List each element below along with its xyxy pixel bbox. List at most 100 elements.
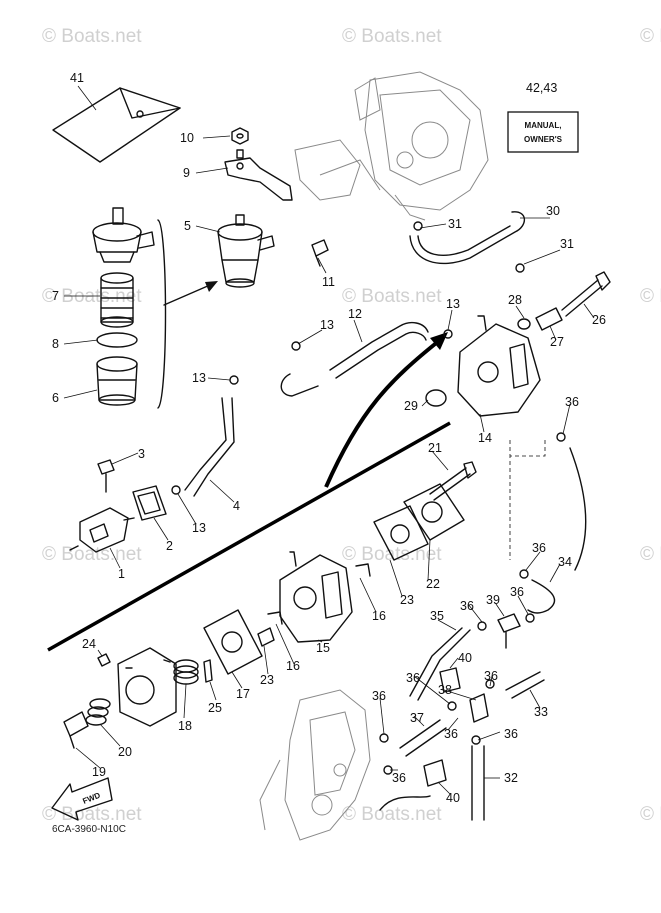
part-19-plunger (63, 711, 89, 749)
filter-to-assembly-arrow (163, 284, 211, 306)
part-25-pin (203, 659, 213, 683)
part-36-clip-h (471, 735, 481, 745)
callout-11: 11 (322, 275, 335, 289)
part-28-washer (517, 318, 531, 330)
part-40-clamp-upper (439, 667, 461, 693)
callout-15: 15 (316, 641, 330, 655)
callout-16-a: 16 (372, 609, 386, 623)
part-14-fuel-pump (457, 315, 541, 417)
part-filter-housing (92, 207, 155, 263)
part-36-clip-c (477, 621, 487, 631)
callout-36-i: 36 (504, 727, 518, 741)
watermark-3: © Boats.net (640, 26, 661, 47)
callout-13-d: 13 (192, 521, 206, 535)
callout-40-upper: 40 (458, 651, 472, 665)
part-38-connector (469, 693, 489, 723)
part-20-spring (85, 698, 111, 726)
part-23-gasket-upper (373, 505, 429, 561)
callout-36-b: 36 (532, 541, 546, 555)
filter-exploded-bracket (157, 219, 167, 409)
part-17-plate (203, 609, 263, 675)
callouts: 41 42,43 10 9 5 7 8 6 11 31 30 31 13 12 … (52, 71, 606, 805)
part-23-screw-lower (257, 627, 275, 647)
watermark-7: © Boats.net (42, 544, 142, 565)
part-39-joint (497, 613, 521, 649)
part-36-clip-d (525, 613, 535, 623)
manual-label-line1: MANUAL, (525, 121, 562, 130)
part-3-bolt (97, 459, 115, 493)
part-21-bolt (429, 461, 477, 501)
part-37-hose (399, 719, 447, 757)
flow-arrow-head (430, 332, 448, 350)
callout-22: 22 (426, 577, 440, 591)
part-18-spring (173, 659, 199, 685)
part-33-hose (505, 671, 545, 699)
part-8-o-ring (96, 332, 138, 348)
watermark-8: © Boats.net (342, 544, 442, 565)
part-11-bolt (311, 239, 329, 267)
watermark-1: © Boats.net (42, 26, 142, 47)
callout-36-c: 36 (460, 599, 474, 613)
part-26-bolt (561, 271, 611, 317)
callout-20: 20 (118, 745, 132, 759)
part-4-hose (184, 397, 235, 497)
callout-16-b: 16 (286, 659, 300, 673)
leader-lines (63, 85, 595, 795)
callout-1: 1 (118, 567, 125, 581)
callout-2: 2 (166, 539, 173, 553)
part-13-clip-d (171, 485, 181, 495)
part-10-nut (231, 127, 249, 159)
watermark-5: © Boats.net (342, 286, 442, 307)
callout-38: 38 (438, 683, 452, 697)
part-40-clamp-lower (423, 759, 447, 787)
callout-7: 7 (52, 289, 59, 303)
watermark-12: © Boats.net (640, 804, 661, 825)
lower-engine-outline (259, 689, 371, 841)
callout-40-lower: 40 (446, 791, 460, 805)
callout-36-h: 36 (444, 727, 458, 741)
callout-19: 19 (92, 765, 106, 779)
part-13-clip-c (229, 375, 239, 385)
callout-25: 25 (208, 701, 222, 715)
callout-30: 30 (546, 204, 560, 218)
part-12-hose (280, 321, 429, 397)
part-36-clip-b (519, 569, 529, 579)
watermark-10: © Boats.net (42, 804, 142, 825)
callout-3: 3 (138, 447, 145, 461)
part-1-connector (69, 507, 135, 553)
part-24-screw (97, 653, 111, 667)
right-fuel-hose (569, 447, 587, 571)
part-16-clip-lower (267, 611, 283, 625)
callout-36-d: 36 (510, 585, 524, 599)
part-42-43-manual: MANUAL, OWNER'S (507, 111, 579, 153)
callout-37: 37 (410, 711, 424, 725)
callout-13-a: 13 (446, 297, 460, 311)
part-30-hose (409, 211, 526, 265)
callout-29: 29 (404, 399, 418, 413)
manual-label-line2: OWNER'S (524, 135, 563, 144)
part-31-clip-upper (413, 221, 423, 231)
part-27-sleeve (535, 307, 563, 331)
callout-6: 6 (52, 391, 59, 405)
callout-10: 10 (180, 131, 194, 145)
part-36-clip-g (379, 733, 389, 743)
callout-13-b: 13 (320, 318, 334, 332)
callout-31-right: 31 (560, 237, 574, 251)
filter-arrow-head (205, 281, 218, 292)
callout-39: 39 (486, 593, 500, 607)
callout-42-43: 42,43 (526, 81, 557, 95)
callout-8: 8 (52, 337, 59, 351)
callout-5: 5 (184, 219, 191, 233)
callout-31-upper: 31 (448, 217, 462, 231)
callout-36-f: 36 (484, 669, 498, 683)
callout-4: 4 (233, 499, 240, 513)
callout-28: 28 (508, 293, 522, 307)
callout-41: 41 (70, 71, 84, 85)
callout-12: 12 (348, 307, 362, 321)
callout-21: 21 (428, 441, 442, 455)
watermark-9: © Boats.net (640, 544, 661, 565)
flow-arrow (324, 338, 442, 488)
part-32-hose (471, 745, 485, 821)
part-9-bracket (224, 157, 293, 201)
